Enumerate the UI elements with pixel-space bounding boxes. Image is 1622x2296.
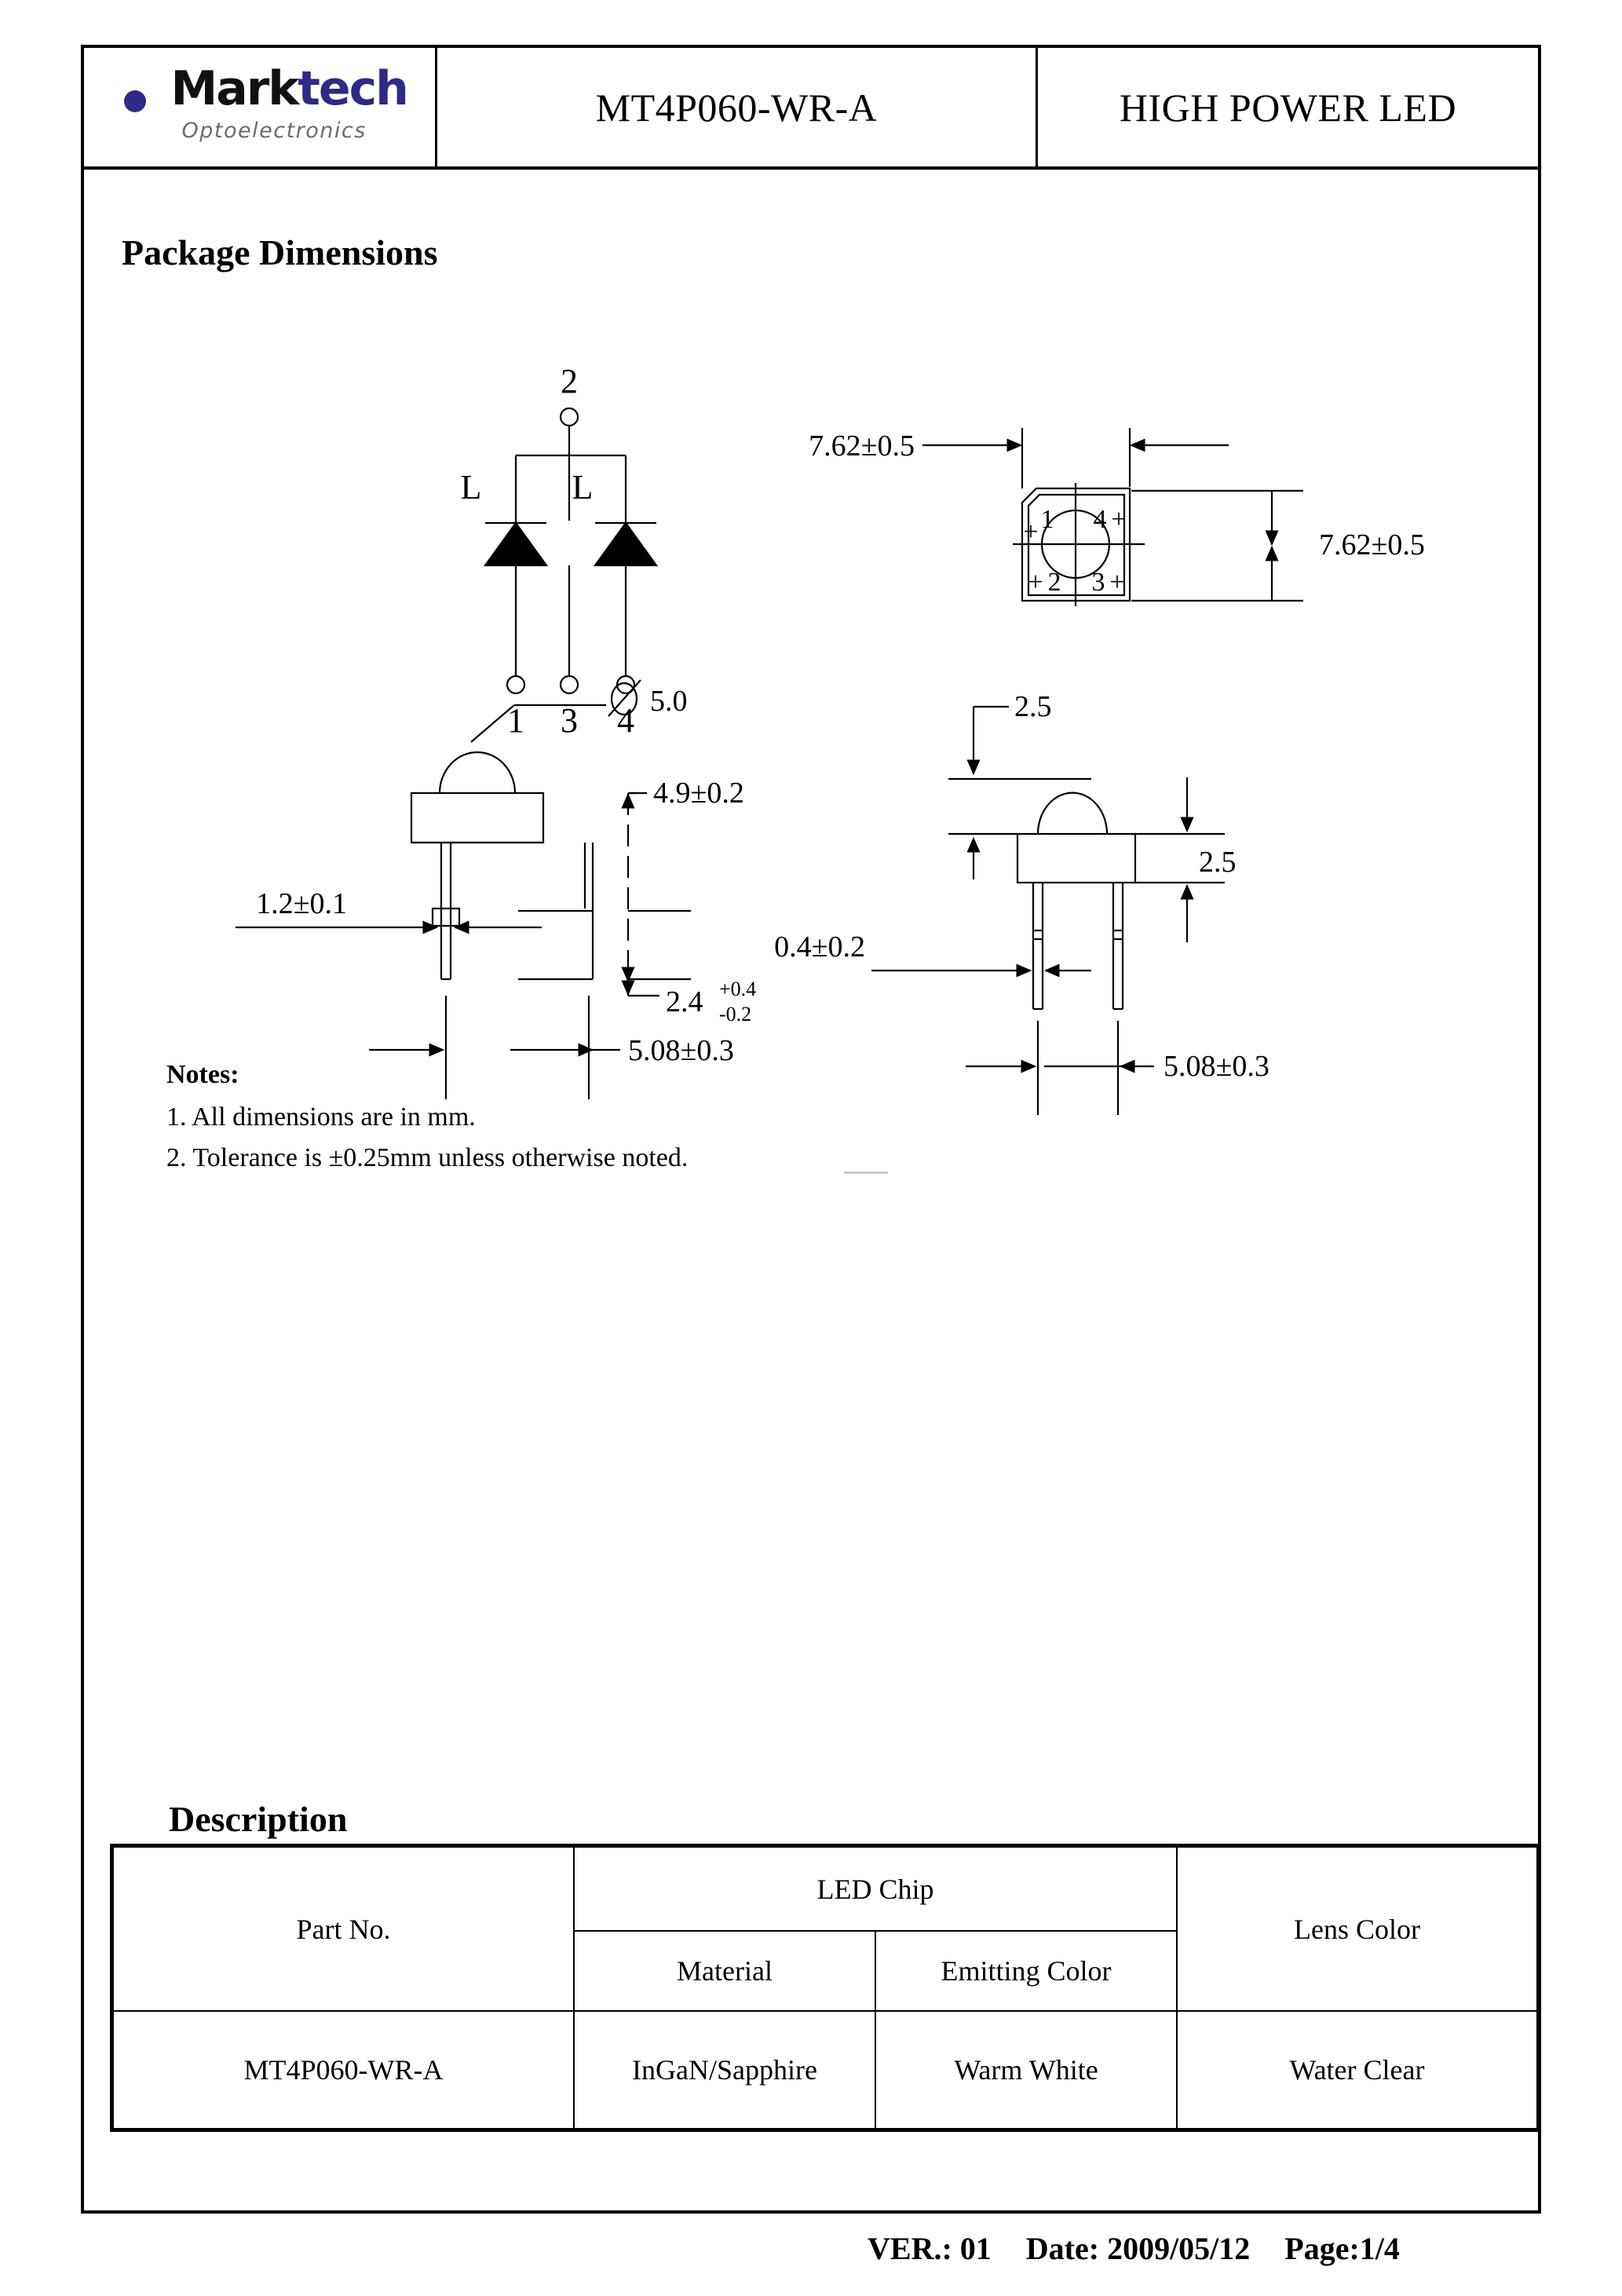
table-header-row-2: Material Emitting Color: [112, 1930, 1539, 2012]
footer-version: VER.: 01: [868, 2231, 992, 2266]
note-item-1: 1. All dimensions are in mm.: [166, 1102, 476, 1132]
header-product-type: HIGH POWER LED: [1119, 85, 1457, 130]
cell-emitting-color: Warm White: [875, 2010, 1178, 2132]
table-header-material: Material: [573, 1930, 876, 2012]
document-footer: VER.: 01 Date: 2009/05/12 Page:1/4: [868, 2230, 1400, 2267]
table-header-emitting-color: Emitting Color: [875, 1930, 1178, 2012]
scan-artifact: [844, 1172, 888, 1174]
logo-cell: Marktech Optoelectronics: [84, 48, 437, 166]
logo-word-tech: tech: [298, 60, 409, 116]
header-part-number: MT4P060-WR-A: [437, 48, 1038, 166]
marktech-logo: Marktech Optoelectronics: [107, 64, 421, 152]
document-header: Marktech Optoelectronics MT4P060-WR-A HI…: [84, 48, 1538, 170]
footer-page: Page:1/4: [1284, 2231, 1400, 2266]
marktech-swoosh-icon: [123, 80, 154, 122]
table-row: MT4P060-WR-A InGaN/Sapphire Warm White W…: [110, 2010, 1540, 2132]
table-header-row-1: Part No. LED Chip Lens Color: [110, 1844, 1540, 2012]
logo-wordmark: Marktech: [171, 65, 409, 112]
cell-part-no: MT4P060-WR-A: [110, 2010, 575, 2132]
table-header-lens-color: Lens Color: [1176, 1844, 1540, 2012]
description-table: Part No. LED Chip Lens Color Material Em…: [110, 1844, 1540, 2132]
table-header-led-chip: LED Chip: [573, 1844, 1178, 1932]
logo-tagline: Optoelectronics: [181, 118, 367, 143]
table-header-part-no: Part No.: [110, 1844, 575, 2012]
notes-title: Notes:: [166, 1060, 239, 1089]
note-item-2: 2. Tolerance is ±0.25mm unless otherwise…: [166, 1143, 689, 1172]
notes-block: Notes: 1. All dimensions are in mm. 2. T…: [166, 1060, 1030, 1184]
page-title-package-dimensions: Package Dimensions: [122, 232, 438, 272]
cell-material: InGaN/Sapphire: [573, 2010, 876, 2132]
cell-lens-color: Water Clear: [1176, 2010, 1540, 2132]
footer-date: Date: 2009/05/12: [1025, 2231, 1251, 2266]
section-title-description: Description: [169, 1799, 348, 1839]
page-border: Marktech Optoelectronics MT4P060-WR-A HI…: [81, 45, 1541, 2214]
logo-word-mark: Mark: [170, 60, 300, 116]
